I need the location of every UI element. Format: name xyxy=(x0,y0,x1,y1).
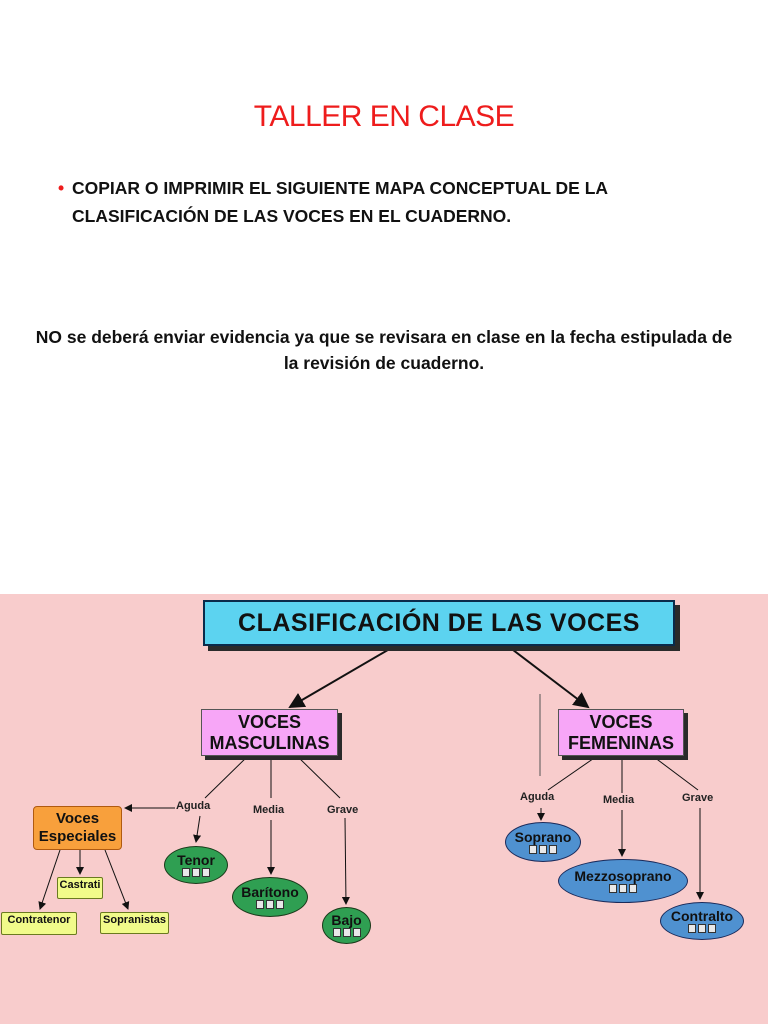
fem-aguda-label: Aguda xyxy=(520,791,555,803)
concept-map-connectors xyxy=(38,639,704,910)
link-grave-bajo xyxy=(341,817,350,905)
masc-aguda-label: Aguda xyxy=(176,800,211,812)
contratenor-node: Contratenor xyxy=(1,912,77,935)
baritono-node: Barítono xyxy=(232,877,308,917)
link-root-femeninas xyxy=(499,639,590,709)
tenor-node: Tenor xyxy=(164,846,228,884)
tenor-label: Tenor xyxy=(177,852,215,868)
masculinas-line1: VOCES xyxy=(237,712,302,732)
femeninas-line2: FEMENINAS xyxy=(567,733,674,753)
link-masc-grave xyxy=(294,753,341,799)
especiales-line1: Voces xyxy=(55,810,100,827)
bajo-label: Bajo xyxy=(331,912,362,928)
resource-icons xyxy=(661,924,743,933)
soprano-node: Soprano xyxy=(505,822,581,862)
masculinas-node: VOCES MASCULINAS xyxy=(201,709,338,756)
soprano-label: Soprano xyxy=(514,829,572,845)
mezzosoprano-label: Mezzosoprano xyxy=(574,868,672,884)
link-masc-aguda xyxy=(204,753,251,799)
especiales-line2: Especiales xyxy=(38,828,117,845)
masculinas-line2: MASCULINAS xyxy=(209,733,330,753)
resource-icons xyxy=(323,928,370,937)
especiales-node: Voces Especiales xyxy=(33,806,122,850)
evidence-note: NO se deberá enviar evidencia ya que se … xyxy=(35,327,733,373)
baritono-label: Barítono xyxy=(241,884,299,900)
link-fem-aguda xyxy=(547,753,601,791)
bajo-node: Bajo xyxy=(322,907,371,944)
resource-icons xyxy=(233,900,307,909)
concept-map: CLASIFICACIÓN DE LAS VOCES VOCES MASCULI… xyxy=(0,594,768,1024)
link-root-masculinas xyxy=(288,639,406,709)
femeninas-node: VOCES FEMENINAS xyxy=(558,709,684,756)
femeninas-line1: VOCES xyxy=(589,712,653,732)
castrati-label: Castrati xyxy=(59,879,101,891)
fem-grave-label: Grave xyxy=(682,792,714,804)
root-node: CLASIFICACIÓN DE LAS VOCES xyxy=(203,600,675,646)
sopranistas-label: Sopranistas xyxy=(103,914,166,926)
masc-media-label: Media xyxy=(253,804,285,816)
link-esp-contratenor xyxy=(38,849,61,910)
sopranistas-node: Sopranistas xyxy=(100,912,169,934)
resource-icons xyxy=(165,868,227,877)
link-esp-sopranistas xyxy=(104,849,130,910)
contratenor-label: Contratenor xyxy=(7,914,71,926)
resource-icons xyxy=(559,884,687,893)
slide-text-area: TALLER EN CLASE • COPIAR O IMPRIMIR EL S… xyxy=(35,100,733,373)
contralto-label: Contralto xyxy=(670,908,734,924)
slide-title: TALLER EN CLASE xyxy=(253,100,515,133)
instruction-bullet: • COPIAR O IMPRIMIR EL SIGUIENTE MAPA CO… xyxy=(58,174,718,230)
mezzosoprano-node: Mezzosoprano xyxy=(558,859,688,903)
link-aguda-tenor xyxy=(193,815,202,843)
bullet-marker: • xyxy=(58,178,65,198)
masc-grave-label: Grave xyxy=(327,804,359,816)
castrati-node: Castrati xyxy=(57,877,103,899)
link-fem-grave xyxy=(649,753,699,791)
fem-media-label: Media xyxy=(603,794,635,806)
contralto-node: Contralto xyxy=(660,902,744,940)
resource-icons xyxy=(506,845,580,854)
instruction-text: COPIAR O IMPRIMIR EL SIGUIENTE MAPA CONC… xyxy=(72,178,608,226)
